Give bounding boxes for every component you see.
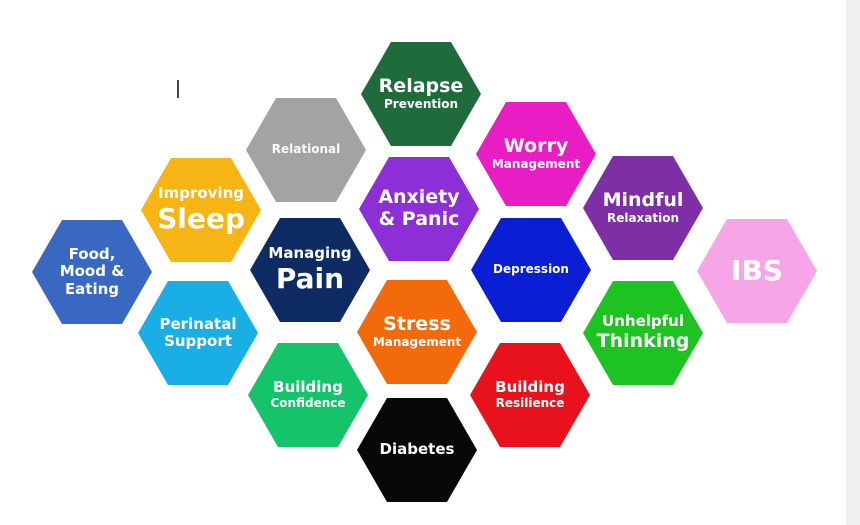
hex-label-line: Worry: [503, 135, 569, 158]
hex-label-line: Confidence: [270, 395, 346, 410]
hex-label-line: Improving: [158, 184, 244, 203]
hex-label-line: Managing: [268, 244, 352, 263]
hex-label-line: Mindful: [602, 189, 684, 212]
hex-label-line: Pain: [275, 261, 345, 295]
text-cursor: [177, 80, 179, 98]
hex-label-line: Building: [495, 378, 565, 397]
hex-label-line: Depression: [493, 262, 569, 277]
hex-managing-pain: Managing Pain: [250, 218, 370, 322]
hex-label-line: Management: [372, 335, 462, 350]
hex-building-resilience: Building Resilience: [470, 343, 590, 447]
hex-worry-management: Worry Management: [476, 102, 596, 206]
hex-anxiety-panic: Anxiety & Panic: [359, 157, 479, 261]
hex-label-line: Perinatal: [159, 314, 237, 333]
hex-label-line: Relaxation: [606, 211, 680, 226]
hex-label-line: Support: [164, 332, 232, 350]
hex-label-line: Relational: [271, 142, 341, 157]
hex-improving-sleep: Improving Sleep: [141, 158, 261, 262]
hex-diabetes: Diabetes: [357, 398, 477, 502]
hex-food-mood-eating: Food, Mood & Eating: [32, 220, 152, 324]
hex-label-line: Unhelpful: [602, 312, 684, 331]
hex-unhelpful-thinking: Unhelpful Thinking: [583, 281, 703, 385]
hex-label-line: Sleep: [157, 201, 245, 235]
hex-ibs: IBS: [697, 219, 817, 323]
hex-label-line: Prevention: [384, 97, 458, 112]
hex-label-line: Building: [273, 378, 343, 397]
hex-relational: Relational: [246, 98, 366, 202]
hex-label-line: Mood &: [59, 262, 125, 281]
hex-mindful-relaxation: Mindful Relaxation: [583, 156, 703, 260]
hex-relapse-prevention: Relapse Prevention: [361, 42, 481, 146]
hex-depression: Depression: [471, 218, 591, 322]
hex-label-line: Stress: [383, 313, 451, 336]
hex-label-line: Anxiety: [378, 186, 460, 209]
hex-label-line: & Panic: [378, 208, 460, 230]
hex-label-line: Thinking: [596, 329, 690, 352]
right-edge-band: [846, 0, 860, 525]
hex-label-line: Management: [491, 157, 581, 172]
hex-label-line: Eating: [64, 279, 120, 298]
hex-label-line: Relapse: [378, 75, 464, 98]
hex-building-confidence: Building Confidence: [248, 343, 368, 447]
hex-label-line: Diabetes: [379, 440, 455, 459]
hex-label-line: Food,: [68, 245, 116, 264]
hex-label-line: IBS: [731, 253, 783, 287]
hex-perinatal-support: Perinatal Support: [138, 281, 258, 385]
hex-stress-management: Stress Management: [357, 280, 477, 384]
hex-label-line: Resilience: [495, 395, 565, 410]
